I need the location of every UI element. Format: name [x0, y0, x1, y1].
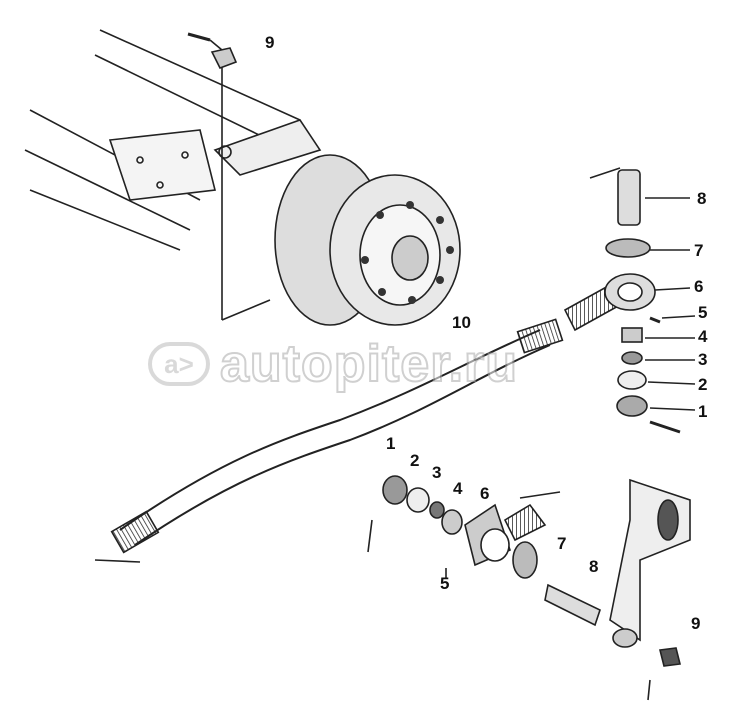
axle-beam — [24, 29, 322, 251]
callout-7-upper: 7 — [694, 241, 704, 260]
watermark-logo: a> — [148, 342, 210, 386]
lower-tie-rod-end — [367, 475, 691, 701]
callout-4-lower: 4 — [453, 479, 463, 498]
tie-rod — [94, 318, 564, 563]
bolt — [187, 32, 211, 42]
callout-3-upper: 3 — [698, 350, 708, 369]
watermark: a> autopiter.ru — [148, 335, 519, 393]
brake-drum — [274, 154, 461, 326]
callout-1-lower: 1 — [386, 434, 396, 453]
callout-8-upper: 8 — [697, 189, 707, 208]
upper-tie-rod-end — [563, 167, 696, 434]
callout-6-upper: 6 — [694, 277, 704, 296]
nut — [210, 47, 238, 70]
callout-7-lower: 7 — [557, 534, 567, 553]
callout-5-upper: 5 — [698, 303, 708, 322]
callout-10: 10 — [452, 313, 471, 332]
callout-3-lower: 3 — [432, 463, 442, 482]
callout-1-upper: 1 — [698, 402, 708, 421]
callout-8-lower: 8 — [589, 557, 599, 576]
callout-9-lower: 9 — [691, 614, 701, 633]
watermark-text: autopiter.ru — [219, 335, 519, 393]
callout-2-lower: 2 — [410, 451, 420, 470]
callout-9-upper: 9 — [265, 33, 275, 52]
callout-6-lower: 6 — [480, 484, 490, 503]
callout-4-upper: 4 — [698, 327, 708, 346]
callout-2-upper: 2 — [698, 375, 708, 394]
callout-5-lower: 5 — [440, 574, 450, 593]
leader-lines — [209, 39, 271, 321]
